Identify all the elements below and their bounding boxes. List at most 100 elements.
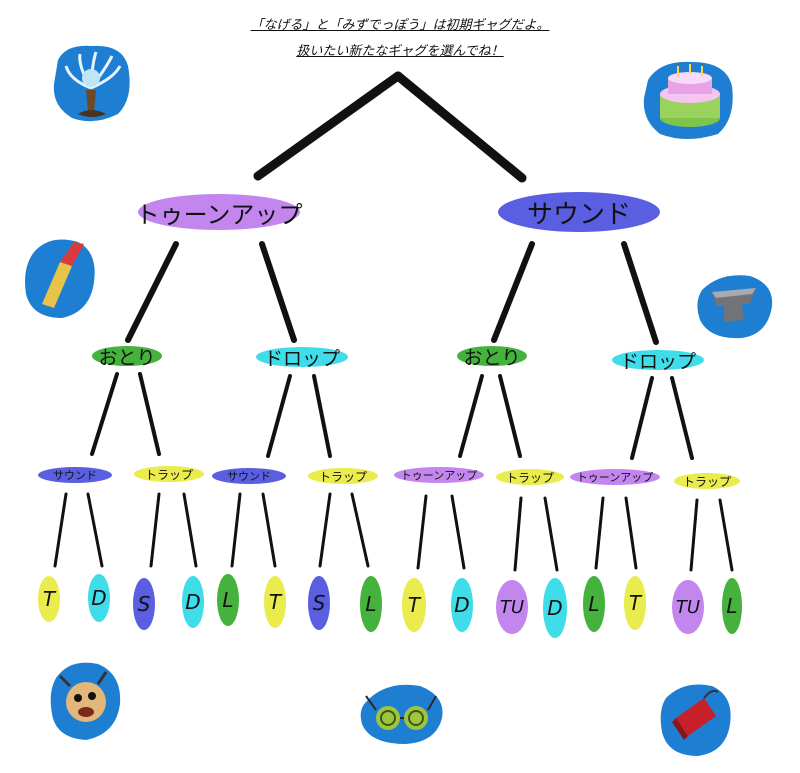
track-node-l-drop-sound[interactable]: サウンド bbox=[212, 468, 286, 484]
tree-branch-line bbox=[450, 494, 466, 570]
leaf-label: D bbox=[454, 593, 470, 617]
instruction-line-2: 扱いたい新たなギャグを選んでね！ bbox=[296, 44, 504, 59]
tree-branch-line bbox=[312, 374, 332, 458]
tree-branch-line bbox=[90, 372, 119, 456]
track-leaf[interactable]: D bbox=[182, 576, 204, 628]
track-leaf[interactable]: TU bbox=[496, 580, 528, 634]
tree-branch-line bbox=[594, 496, 605, 570]
leaf-label: TU bbox=[499, 596, 525, 618]
track-label: サウンド bbox=[227, 470, 271, 483]
tree-branch-line bbox=[350, 492, 370, 568]
leaf-label: D bbox=[547, 596, 563, 620]
track-label: ドロップ bbox=[619, 350, 696, 373]
leaf-label: T bbox=[407, 593, 421, 617]
tree-branch-line bbox=[689, 498, 699, 572]
track-label: サウンド bbox=[526, 199, 631, 230]
track-label: ドロップ bbox=[263, 347, 340, 370]
tree-branch-line bbox=[138, 372, 161, 456]
tree-branch-line bbox=[86, 492, 104, 568]
tree-branch-line bbox=[182, 492, 198, 568]
track-leaf[interactable]: D bbox=[451, 578, 473, 632]
track-leaf[interactable]: D bbox=[543, 578, 567, 638]
tree-branch-line bbox=[393, 71, 527, 183]
track-node-right-lure[interactable]: おとり bbox=[457, 346, 527, 369]
track-label: おとり bbox=[98, 346, 156, 369]
tree-branch-line bbox=[230, 492, 242, 568]
leaf-label: D bbox=[185, 590, 201, 614]
track-node-l-drop-trap[interactable]: トラップ bbox=[308, 468, 378, 484]
leaf-label: S bbox=[137, 592, 151, 616]
tree-branch-line bbox=[53, 492, 68, 568]
tnt-icon bbox=[656, 678, 736, 758]
leaf-label: T bbox=[42, 587, 56, 611]
tree-branch-line bbox=[513, 496, 523, 572]
tree-branch-line bbox=[630, 376, 654, 460]
track-leaf[interactable]: L bbox=[722, 578, 742, 634]
track-label: サウンド bbox=[53, 469, 97, 482]
track-label: おとり bbox=[463, 346, 521, 369]
tree-branch-line bbox=[416, 494, 428, 570]
track-leaf[interactable]: L bbox=[217, 574, 239, 626]
tree-branch-line bbox=[261, 492, 277, 568]
track-leaf[interactable]: T bbox=[264, 576, 286, 628]
leaf-label: L bbox=[588, 592, 600, 616]
track-leaf[interactable]: T bbox=[402, 578, 426, 632]
tree-branch-line bbox=[498, 374, 522, 458]
track-node-left[interactable]: トゥーンアップ bbox=[135, 194, 303, 230]
track-node-l-lure-trap[interactable]: トラップ bbox=[134, 466, 204, 482]
track-leaf[interactable]: L bbox=[360, 576, 382, 632]
tree-branch-line bbox=[253, 71, 403, 181]
tree-branch-line bbox=[624, 496, 638, 570]
track-leaf[interactable]: TU bbox=[672, 580, 704, 634]
tree-branch-line bbox=[458, 374, 484, 458]
track-node-left-lure[interactable]: おとり bbox=[92, 346, 162, 369]
track-node-r-drop-toonup[interactable]: トゥーンアップ bbox=[570, 469, 660, 485]
hypno-glasses-icon bbox=[356, 676, 448, 746]
track-leaf[interactable]: L bbox=[583, 576, 605, 632]
tree-branch-line bbox=[318, 492, 332, 568]
tree-branch-line bbox=[259, 241, 297, 343]
track-label: トゥーンアップ bbox=[400, 469, 478, 482]
track-node-r-lure-trap[interactable]: トラップ bbox=[496, 469, 564, 485]
leaf-label: T bbox=[628, 591, 642, 615]
anvil-icon bbox=[694, 270, 776, 342]
track-label: トゥーンアップ bbox=[135, 200, 303, 229]
leaf-label: L bbox=[222, 588, 234, 612]
tree-branch-line bbox=[125, 241, 179, 343]
leaf-label: L bbox=[726, 594, 738, 618]
leaf-label: T bbox=[268, 590, 282, 614]
track-label: トラップ bbox=[682, 474, 731, 489]
track-leaf[interactable]: D bbox=[88, 574, 110, 622]
tree-branch-line bbox=[543, 496, 559, 572]
tree-branch-line bbox=[266, 374, 292, 458]
tree-branch-line bbox=[491, 241, 535, 343]
instruction-line-1: 「なげる」と「みずでっぽう」は初期ギャグだよ。 bbox=[250, 18, 550, 33]
track-leaf[interactable]: S bbox=[133, 578, 155, 630]
leaf-label: L bbox=[365, 592, 377, 616]
leaf-label: D bbox=[91, 586, 107, 610]
track-node-right-drop[interactable]: ドロップ bbox=[612, 350, 704, 373]
tree-branch-line bbox=[621, 241, 659, 345]
leaf-label: TU bbox=[675, 596, 701, 618]
tree-branch-line bbox=[718, 498, 734, 572]
track-leaf[interactable]: T bbox=[624, 576, 646, 630]
track-node-r-drop-trap[interactable]: トラップ bbox=[674, 473, 740, 489]
track-label: トラップ bbox=[318, 469, 367, 484]
track-node-left-drop[interactable]: ドロップ bbox=[256, 347, 348, 370]
track-node-right[interactable]: サウンド bbox=[498, 192, 660, 232]
fountain-icon bbox=[48, 40, 134, 126]
lipstick-icon bbox=[20, 232, 100, 320]
leaf-label: S bbox=[312, 591, 326, 615]
track-leaf[interactable]: T bbox=[38, 576, 60, 622]
track-label: トラップ bbox=[144, 467, 193, 482]
birthday-cake-icon bbox=[640, 56, 736, 142]
track-node-l-lure-sound[interactable]: サウンド bbox=[38, 467, 112, 483]
tree-branch-line bbox=[149, 492, 161, 568]
track-label: トゥーンアップ bbox=[576, 471, 654, 484]
tree-branch-line bbox=[670, 376, 694, 460]
track-node-r-lure-toonup[interactable]: トゥーンアップ bbox=[394, 467, 484, 483]
foghorn-icon bbox=[46, 656, 126, 742]
track-label: トラップ bbox=[505, 470, 554, 485]
track-leaf[interactable]: S bbox=[308, 576, 330, 630]
